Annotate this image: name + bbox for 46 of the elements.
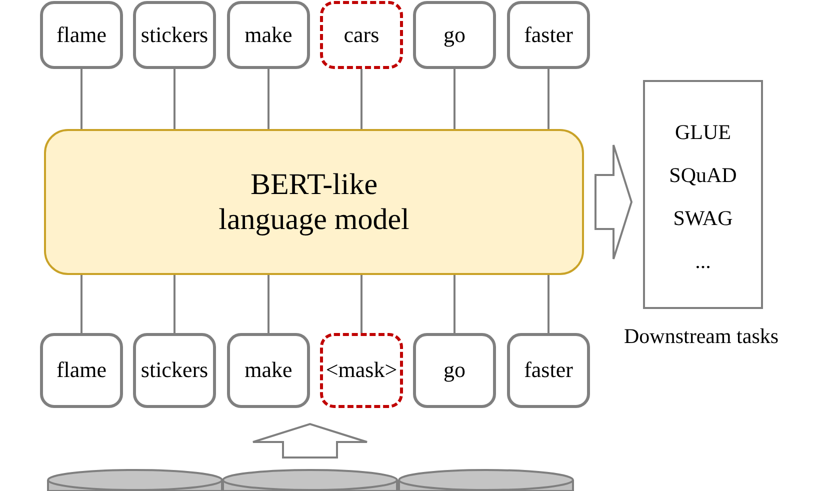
token-text: go <box>444 22 466 48</box>
task-list-box <box>643 80 763 309</box>
connector-line <box>454 275 456 333</box>
token-text: make <box>244 22 292 48</box>
model-title: BERT-like language model <box>218 167 410 237</box>
token-text: make <box>244 358 292 383</box>
connector-line <box>268 69 270 129</box>
connector-line <box>360 69 362 129</box>
connector-line <box>174 275 176 333</box>
connector-line <box>268 275 270 333</box>
dashed-token-box <box>320 333 403 408</box>
node-label: Downstream tasks <box>624 325 779 348</box>
token-box <box>133 333 216 408</box>
token-box <box>133 1 216 69</box>
connector-line <box>174 69 176 129</box>
task-name: GLUE <box>675 121 731 144</box>
task-name: SQuAD <box>669 164 737 187</box>
token-text: stickers <box>140 358 208 383</box>
task-name: ... <box>695 250 711 273</box>
token-text: go <box>444 358 466 383</box>
block-arrow <box>252 422 368 458</box>
block-arrow <box>594 144 633 260</box>
connector-line <box>548 275 550 333</box>
connector-line <box>548 69 550 129</box>
token-text: flame <box>56 22 107 48</box>
token-text: cars <box>344 22 380 48</box>
token-box <box>227 1 310 69</box>
token-box <box>413 1 496 69</box>
connector-line <box>454 69 456 129</box>
dashed-token-box <box>320 1 403 69</box>
token-box <box>413 333 496 408</box>
token-box <box>507 1 590 69</box>
token-box <box>227 333 310 408</box>
token-text: flame <box>56 358 107 383</box>
connector-line <box>80 275 82 333</box>
token-text: faster <box>524 22 573 48</box>
token-text: <mask> <box>326 358 398 383</box>
token-box <box>40 333 123 408</box>
token-text: faster <box>524 358 573 383</box>
connector-line <box>80 69 82 129</box>
task-name: SWAG <box>673 207 733 230</box>
token-text: stickers <box>140 22 208 48</box>
token-box <box>40 1 123 69</box>
model-box <box>44 129 584 275</box>
token-box <box>507 333 590 408</box>
connector-line <box>360 275 362 333</box>
